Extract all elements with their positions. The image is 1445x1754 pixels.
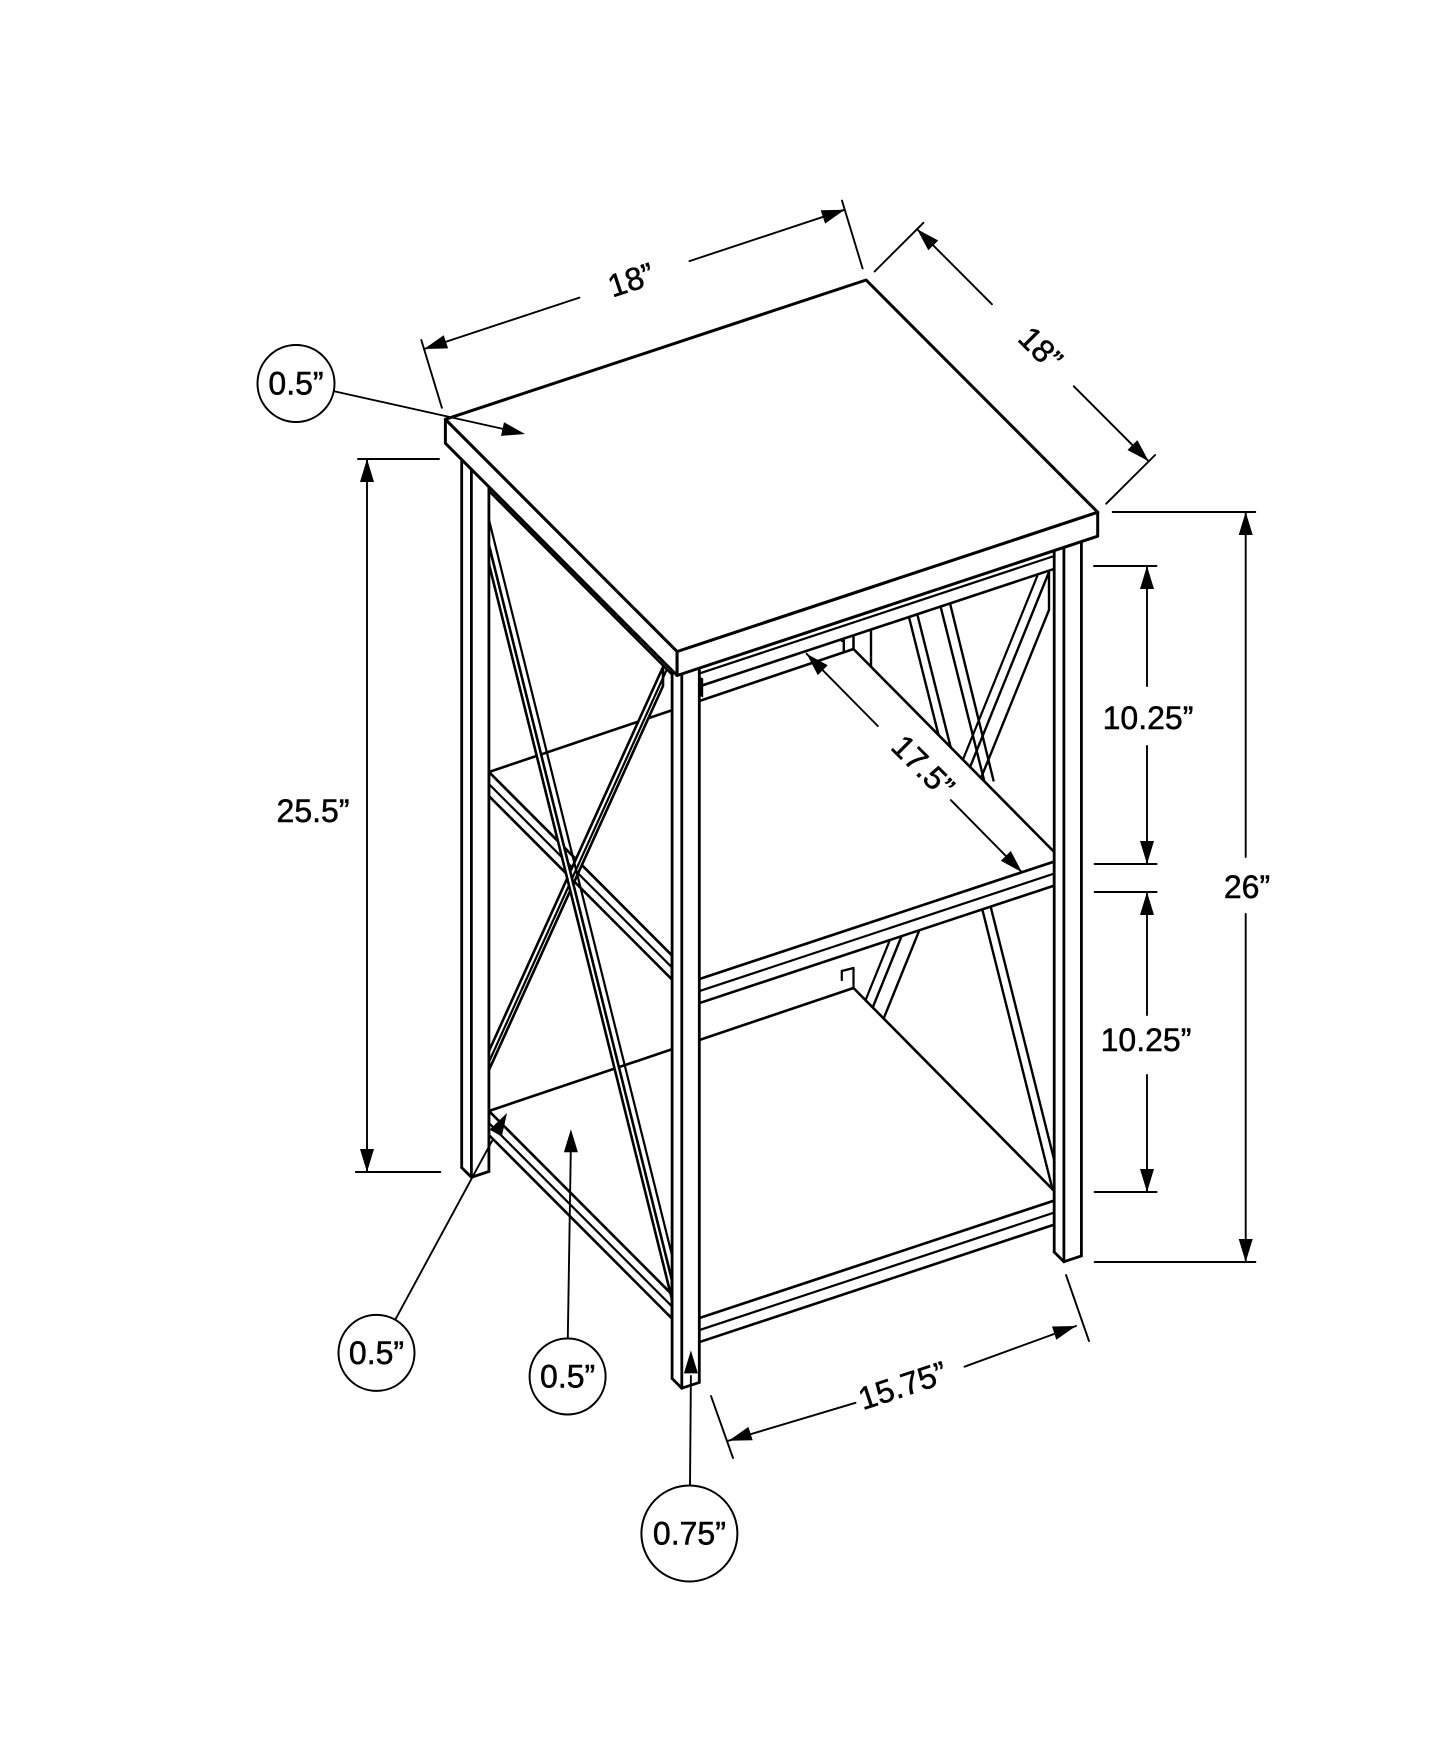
svg-text:0.5”: 0.5” xyxy=(540,1359,595,1395)
svg-text:26”: 26” xyxy=(1224,869,1270,905)
svg-text:0.75”: 0.75” xyxy=(653,1516,726,1552)
svg-text:0.5”: 0.5” xyxy=(349,1335,404,1371)
svg-text:10.25”: 10.25” xyxy=(1101,1022,1192,1058)
svg-text:10.25”: 10.25” xyxy=(1103,700,1194,736)
svg-text:0.5”: 0.5” xyxy=(268,366,323,402)
svg-text:25.5”: 25.5” xyxy=(277,793,350,829)
